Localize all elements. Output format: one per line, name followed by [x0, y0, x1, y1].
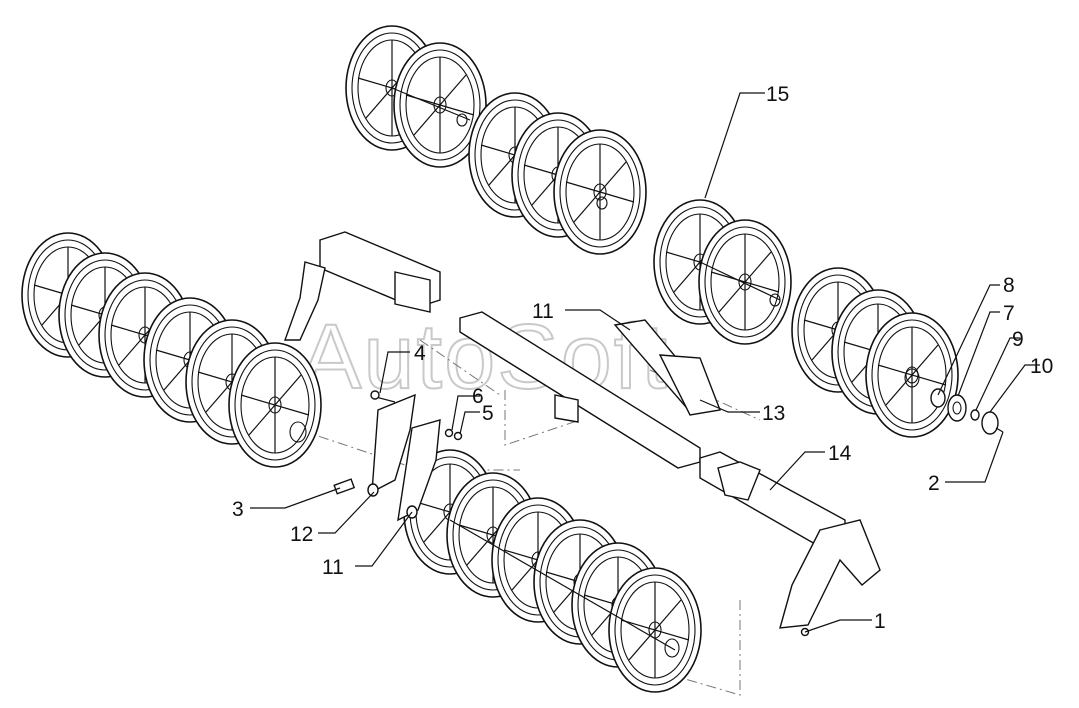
- right-mounting-arm: [699, 451, 881, 629]
- roller-wheel-group-right: [653, 199, 959, 438]
- callout-3: 3: [232, 498, 244, 521]
- roller-wheel-group-top-middle: [468, 92, 647, 255]
- callout-1: 1: [874, 610, 886, 633]
- roller-wheel-group-top-left: [345, 25, 487, 168]
- bracket-plate: [613, 319, 721, 416]
- callout-12: 12: [290, 523, 313, 546]
- callout-11-bottom: 11: [322, 556, 344, 579]
- callout-15: 15: [766, 83, 789, 106]
- callout-6: 6: [472, 385, 484, 408]
- callout-4: 4: [414, 342, 426, 365]
- left-mounting-arm: [284, 231, 441, 341]
- roller-wheel-group-left: [21, 232, 322, 468]
- callout-13: 13: [762, 402, 785, 425]
- callout-7: 7: [1003, 302, 1015, 325]
- callout-11-top: 11: [532, 300, 554, 323]
- callout-5: 5: [482, 402, 494, 425]
- leader-lines: [250, 92, 1040, 633]
- callout-8: 8: [1003, 274, 1015, 297]
- callout-9: 9: [1012, 328, 1024, 351]
- end-bearing-parts: [930, 388, 1004, 435]
- callout-labels: 1 2 3 4 5 6 7 8 9 10 11 11 12 13 14 15: [232, 83, 1053, 633]
- callout-10: 10: [1030, 355, 1053, 378]
- roller-wheel-group-bottom: [403, 449, 702, 693]
- callout-2: 2: [928, 472, 940, 495]
- callout-14: 14: [828, 442, 852, 465]
